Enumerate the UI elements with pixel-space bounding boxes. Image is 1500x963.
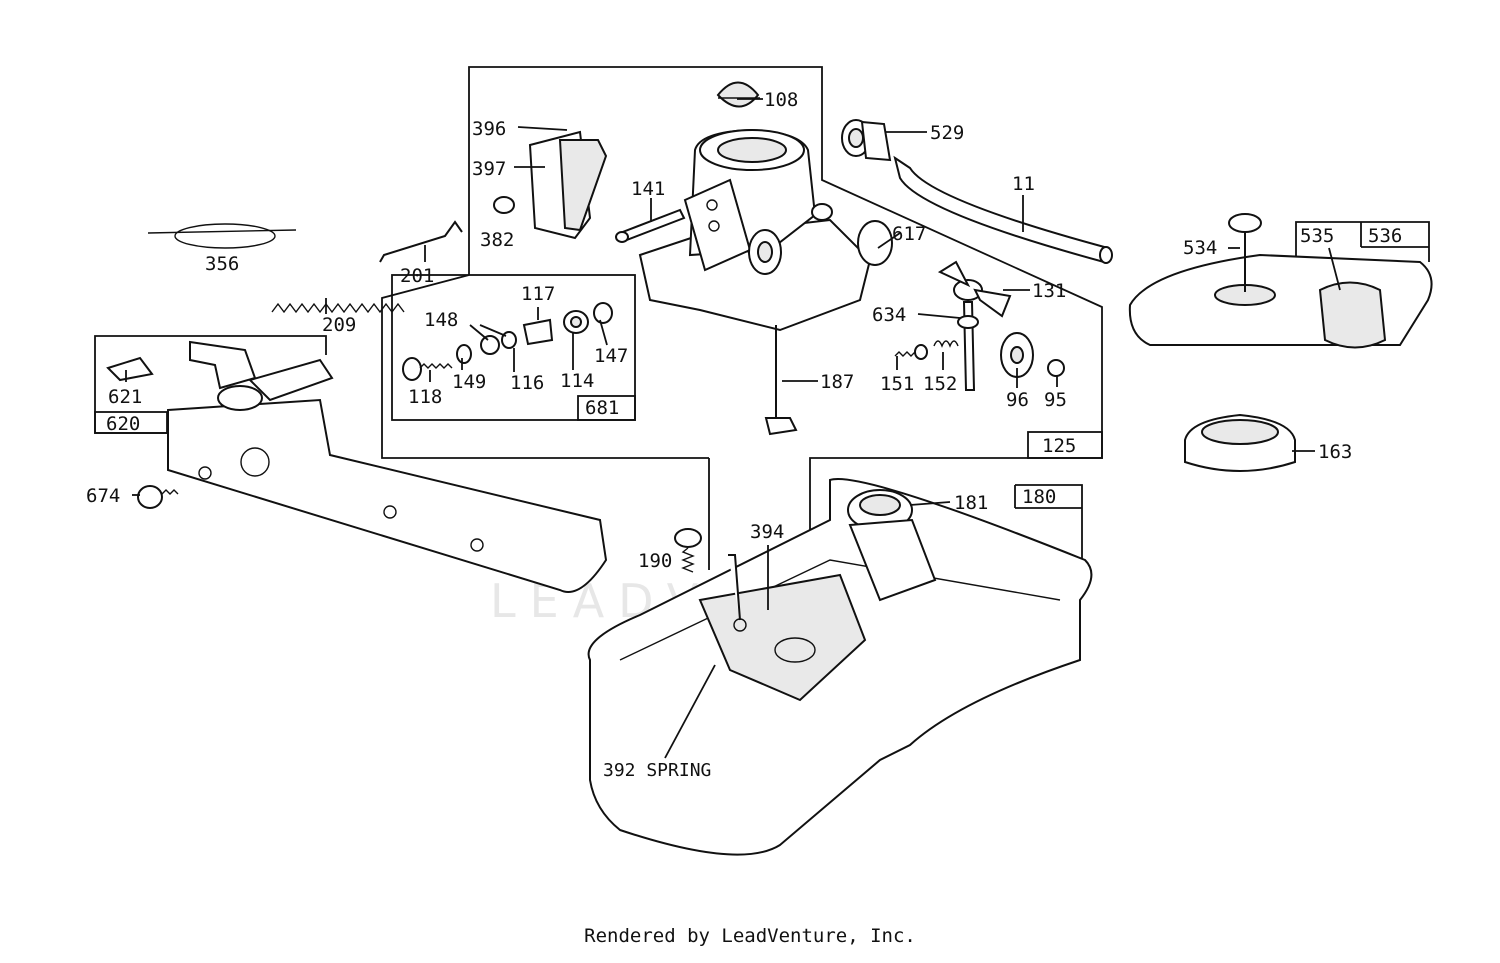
throttle-shaft-141 (615, 208, 686, 243)
label-356: 356 (205, 253, 239, 275)
base-163 (1184, 413, 1296, 472)
label-149: 149 (452, 371, 486, 393)
tank-180-frame (1014, 484, 1083, 560)
label-534: 534 (1183, 237, 1217, 259)
label-151: 151 (880, 373, 914, 395)
label-396: 396 (472, 118, 506, 140)
label-392-spring: 392 SPRING (603, 760, 711, 781)
label-152: 152 (923, 373, 957, 395)
footer-credit: Rendered by LeadVenture, Inc. (584, 925, 916, 947)
label-621: 621 (108, 386, 142, 408)
throttle-plate-96 (1000, 332, 1034, 378)
label-180: 180 (1022, 486, 1056, 508)
screw-190 (674, 528, 702, 573)
air-cleaner-base (1128, 253, 1433, 346)
label-116: 116 (510, 372, 544, 394)
filler-neck-181 (847, 489, 937, 602)
kit-681-parts (402, 302, 613, 381)
label-141: 141 (631, 178, 665, 200)
label-114: 114 (560, 370, 594, 392)
kit-681-frame (391, 274, 636, 421)
label-674: 674 (86, 485, 120, 507)
spring-152 (933, 340, 959, 348)
clip-621 (106, 356, 154, 382)
filter-element-535 (1318, 281, 1387, 349)
label-95: 95 (1044, 389, 1067, 411)
label-397: 397 (472, 158, 506, 180)
label-118: 118 (408, 386, 442, 408)
link-356 (147, 223, 297, 249)
fuel-line-11 (893, 155, 1113, 264)
label-163: 163 (1318, 441, 1352, 463)
label-117: 117 (521, 283, 555, 305)
label-681: 681 (585, 397, 619, 419)
spring-209 (271, 302, 405, 314)
choke-plate-108 (716, 81, 760, 108)
label-190: 190 (638, 550, 672, 572)
fuel-tank-180 (587, 478, 1093, 856)
label-209: 209 (322, 314, 356, 336)
label-108: 108 (764, 89, 798, 111)
label-181: 181 (954, 492, 988, 514)
label-529: 529 (930, 122, 964, 144)
label-125: 125 (1042, 435, 1076, 457)
air-cleaner-536-frame (1295, 221, 1430, 262)
leader-lines (125, 98, 1341, 759)
label-96: 96 (1006, 389, 1029, 411)
label-535: 535 (1300, 225, 1334, 247)
elbow-529 (841, 119, 892, 162)
label-620: 620 (106, 413, 140, 435)
label-201: 201 (400, 265, 434, 287)
label-11: 11 (1012, 173, 1035, 195)
label-147: 147 (594, 345, 628, 367)
label-536: 536 (1368, 225, 1402, 247)
carburetor-body (638, 128, 893, 436)
throttle-shaft-634 (957, 301, 979, 391)
cover-397 (528, 130, 608, 240)
label-394: 394 (750, 521, 784, 543)
bolt-674 (137, 485, 179, 509)
throttle-lever-131 (937, 260, 1012, 318)
screw-382 (493, 196, 515, 214)
screw-95 (1047, 359, 1065, 377)
label-634: 634 (872, 304, 906, 326)
governor-bracket (167, 340, 608, 593)
label-617: 617 (892, 223, 926, 245)
label-382: 382 (480, 229, 514, 251)
label-187: 187 (820, 371, 854, 393)
label-131: 131 (1032, 280, 1066, 302)
wing-nut-534 (1228, 213, 1262, 292)
screw-151 (894, 344, 928, 360)
carburetor-group-frame (381, 66, 1103, 570)
gasket-394 (698, 554, 867, 702)
label-148: 148 (424, 309, 458, 331)
link-rod-201 (379, 220, 463, 263)
